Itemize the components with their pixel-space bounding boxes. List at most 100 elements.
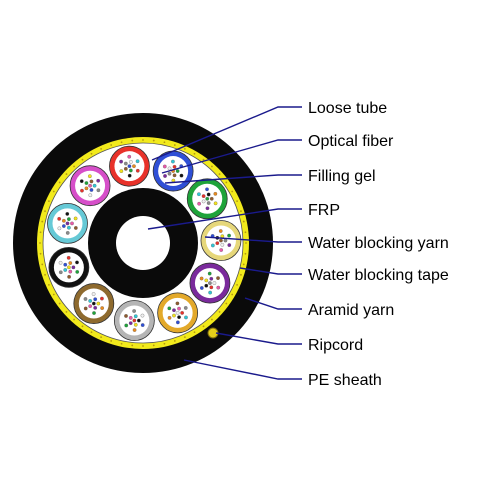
label-loose-tube: Loose tube (308, 100, 387, 117)
yarn-strand (41, 263, 44, 266)
optical-fiber (75, 260, 79, 265)
optical-fiber (88, 174, 92, 179)
optical-fiber (58, 270, 63, 275)
optical-fiber (204, 283, 209, 288)
label-water-blocking-yarn: Water blocking yarn (308, 235, 449, 252)
optical-fiber (140, 313, 145, 318)
optical-fiber (96, 178, 101, 183)
optical-fiber (96, 301, 101, 306)
yarn-strand (142, 345, 144, 347)
optical-fiber (67, 265, 71, 270)
loose-tube (48, 246, 90, 288)
optical-fiber (209, 276, 214, 281)
optical-fiber (132, 164, 136, 169)
optical-fiber (201, 194, 206, 198)
optical-fiber (218, 229, 223, 233)
yarn-strand (173, 340, 176, 342)
loose-tube (109, 145, 150, 187)
yarn-strand (90, 331, 93, 334)
optical-fiber (83, 297, 88, 301)
yarn-strand (242, 263, 245, 266)
optical-fiber (123, 166, 128, 171)
yarn-strand (39, 231, 42, 234)
label-filling-gel: Filling gel (308, 168, 376, 185)
optical-fiber (199, 276, 204, 281)
optical-fiber (212, 281, 217, 285)
optical-fiber (210, 243, 215, 248)
optical-fiber (204, 278, 209, 283)
yarn-strand (225, 181, 228, 184)
optical-fiber (128, 321, 133, 326)
leader-optical-fiber (161, 139, 302, 174)
optical-fiber (119, 159, 123, 164)
optical-fiber (220, 242, 225, 247)
loose-tube (200, 220, 242, 261)
optical-fiber (219, 238, 223, 243)
water-blocking-yarn (39, 139, 247, 347)
yarn-strand (240, 273, 242, 276)
yarn-strand (120, 141, 123, 144)
yarn-strand (183, 336, 186, 338)
optical-fiber (171, 159, 175, 164)
optical-fiber (96, 188, 101, 193)
optical-fiber (73, 226, 78, 230)
loose-tube (69, 165, 111, 207)
optical-fiber (84, 181, 89, 185)
optical-fiber (100, 296, 104, 301)
optical-fiber (68, 269, 73, 274)
yarn-strand (58, 181, 61, 184)
optical-fiber (63, 262, 68, 267)
optical-fiber (58, 260, 63, 265)
optical-fiber (132, 309, 136, 313)
optical-fiber (71, 265, 76, 270)
optical-fiber (84, 186, 89, 191)
optical-fiber (88, 183, 92, 188)
optical-fiber (227, 233, 231, 238)
optical-fiber (213, 191, 218, 196)
optical-fiber (92, 183, 97, 188)
optical-fiber (91, 292, 96, 296)
optical-fiber (177, 315, 181, 320)
optical-fiber (89, 179, 94, 184)
optical-fiber (216, 276, 220, 280)
label-frp: FRP (308, 202, 340, 219)
optical-fiber (172, 308, 176, 313)
optical-fiber (93, 305, 98, 310)
optical-fiber (57, 226, 62, 231)
optical-fiber (66, 255, 71, 260)
optical-fiber (124, 314, 128, 318)
label-pe-sheath: PE sheath (308, 372, 382, 389)
optical-fiber (167, 171, 172, 176)
leader-water-blocking-yarn (204, 236, 302, 243)
optical-fiber (128, 316, 133, 320)
yarn-strand (81, 325, 84, 328)
optical-fiber (201, 199, 206, 204)
optical-fiber (127, 154, 132, 159)
yarn-strand (231, 293, 234, 296)
yarn-strand (245, 242, 247, 244)
optical-fiber (183, 306, 188, 310)
yarn-strand (193, 152, 196, 155)
optical-fiber (206, 192, 211, 197)
yarn-strand (131, 344, 134, 347)
yarn-strand (52, 293, 55, 296)
loose-tube (113, 300, 155, 341)
optical-fiber (133, 322, 138, 327)
yarn-strand (81, 158, 84, 161)
yarn-strand (41, 220, 44, 223)
optical-fiber (175, 169, 180, 173)
optical-fiber (80, 188, 84, 193)
yarn-strand (152, 139, 155, 142)
optical-fiber (128, 160, 133, 164)
optical-fiber (67, 225, 71, 230)
optical-fiber (209, 196, 214, 201)
optical-fiber (205, 206, 210, 211)
optical-fiber (219, 248, 224, 252)
optical-fiber (216, 285, 221, 290)
yarn-strand (73, 318, 75, 321)
optical-fiber (133, 314, 138, 319)
loose-tube (157, 292, 199, 334)
optical-fiber (62, 218, 66, 223)
yarn-strand (65, 173, 68, 175)
label-aramid-yarn: Aramid yarn (308, 302, 394, 319)
